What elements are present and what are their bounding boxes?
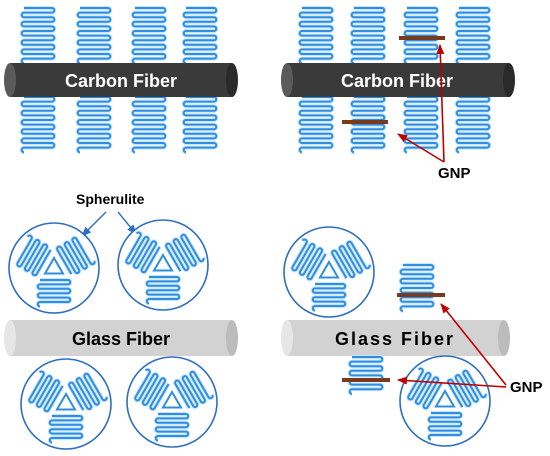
spherulite-lamella (407, 367, 443, 410)
lamella-stack (298, 96, 334, 154)
lamella-stack (182, 7, 218, 65)
lamella-stack (403, 7, 439, 65)
lamella-stacks-top-right (297, 6, 492, 155)
lamella-stack (398, 263, 436, 313)
gnp-label-bottom: GNP (510, 379, 543, 396)
spherulite-lamella (291, 238, 327, 281)
fiber-label-glass-right: Glass Fiber (335, 329, 455, 349)
gnp-platelet (399, 36, 445, 40)
glass-fiber-cylinder-left: Glass Fiber (4, 320, 238, 356)
spherulite-lamella (36, 279, 72, 308)
spherulite-nucleus (152, 253, 174, 272)
lamella-stack (20, 7, 56, 65)
spherulite (283, 226, 375, 318)
spherulite (117, 219, 209, 311)
gnp-label-top: GNP (438, 165, 471, 182)
spherulite-nucleus (43, 256, 65, 275)
lamella-stacks-top-left (19, 6, 219, 155)
spherulite-lamella (331, 240, 371, 279)
spherulite-lamella (427, 412, 463, 441)
spherulite-lamella (16, 234, 52, 277)
panel-carbon-fiber: Carbon Fiber (4, 6, 238, 155)
spherulite-lamella (447, 369, 487, 408)
spherulite-lamella (134, 368, 170, 411)
lamella-stack (20, 96, 56, 154)
lamella-stack (399, 264, 435, 312)
gnp-platelet (342, 378, 390, 382)
fiber-label-carbon-left: Carbon Fiber (65, 71, 177, 91)
carbon-fiber-cylinder-right: Carbon Fiber (281, 63, 515, 97)
gnp-arrow (397, 376, 507, 388)
spherulite-label: Spherulite (76, 191, 145, 207)
spherulite-lamella (68, 372, 108, 411)
gnp-arrow (436, 44, 445, 163)
lamella-stack (131, 96, 167, 154)
spherulite-lamella (28, 370, 64, 413)
lamella-stack (347, 355, 385, 396)
spherulite-lamella (165, 233, 205, 272)
spherulite-nucleus (434, 389, 456, 408)
spherulite-nucleus (318, 260, 340, 279)
spherulite-arrow (117, 211, 137, 235)
lamella-stack (298, 7, 334, 65)
spherulite (8, 222, 100, 314)
lamella-stack (76, 7, 112, 65)
spherulite-lamella (154, 413, 190, 442)
lamella-stack (76, 96, 112, 154)
spherulite-lamella (48, 415, 84, 444)
gnp-platelet (342, 120, 388, 124)
fiber-label-glass-left: Glass Fiber (72, 329, 170, 349)
gnp-arrow (397, 133, 445, 163)
carbon-fiber-cylinder-left: Carbon Fiber (4, 63, 238, 97)
lamella-stack (131, 7, 167, 65)
lamella-stack (403, 96, 439, 154)
spherulite-lamella (174, 370, 214, 409)
spherulite-arrow (81, 211, 107, 237)
glass-fiber-cylinder-right: Glass Fiber (281, 320, 510, 356)
spherulite (399, 355, 491, 447)
lamella-stack (455, 7, 491, 65)
gnp-platelet (397, 293, 445, 297)
spherulite-lamella (125, 231, 161, 274)
spherulite-lamella (311, 283, 347, 312)
panel-glass-fiber-gnp: Glass Fiber GNP (281, 226, 543, 447)
panel-carbon-fiber-gnp: Carbon Fiber GNP (281, 6, 515, 182)
lamella-stack (348, 356, 384, 395)
spherulite (126, 356, 218, 448)
lamella-stack (455, 96, 491, 154)
spherulite-nucleus (55, 392, 77, 411)
spherulite-lamella (145, 276, 181, 305)
spherulite (20, 358, 112, 450)
spherulite-lamella (56, 236, 96, 275)
lamella-stack (350, 96, 386, 154)
fiber-label-carbon-right: Carbon Fiber (341, 71, 453, 91)
lamella-stack (350, 7, 386, 65)
panel-glass-fiber: Spherulite Glass Fiber (4, 191, 238, 450)
gnp-arrow (440, 303, 507, 386)
lamella-stack (182, 96, 218, 154)
spherulite-nucleus (161, 390, 183, 409)
